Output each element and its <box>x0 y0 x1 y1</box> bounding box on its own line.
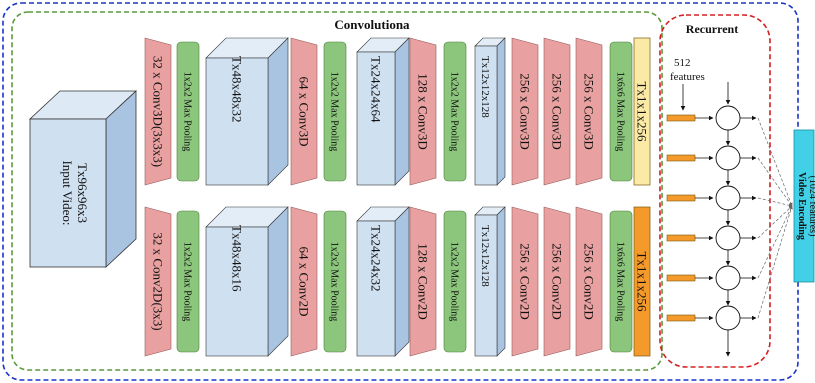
top-layer-label: 1x2x2 Max Pooling <box>182 72 193 151</box>
bottom-feature-map <box>474 206 506 357</box>
top-pool-layer <box>609 41 633 182</box>
top-layer-label: Tx1x1x256 <box>634 82 649 142</box>
top-layer-label: 1x2x2 Max Pooling <box>329 72 340 151</box>
top-conv-layer <box>575 37 603 186</box>
bottom-pool-layer <box>323 210 347 353</box>
bottom-conv-layer <box>144 206 172 357</box>
top-layer-label: 128 x Conv3D <box>415 73 430 150</box>
bottom-conv-layer <box>511 206 539 357</box>
bottom-feature-vector <box>633 206 651 357</box>
bottom-feature-map <box>356 206 410 357</box>
input-video-label: Input Video: <box>60 160 75 225</box>
convolutional-title: Convolutiona <box>334 17 410 32</box>
top-layer-label: 32 x Conv3D(3x3x3) <box>150 56 165 167</box>
bottom-layer-label: 256 x Conv2D <box>517 243 532 320</box>
bottom-conv-layer <box>290 206 318 357</box>
top-pool-layer <box>323 41 347 182</box>
top-layer-label: Tx12x12x128 <box>479 56 491 118</box>
recurrent-layer: 512 features <box>666 57 793 357</box>
bottom-layer-label: Tx12x12x128 <box>479 225 491 287</box>
top-layer-label: Tx24x24x64 <box>368 56 383 123</box>
bottom-pool-layer <box>176 210 200 353</box>
top-layer-label: 1x6x6 Max Pooling <box>615 72 626 151</box>
bottom-feature-map <box>205 206 289 357</box>
bottom-layer-label: 256 x Conv2D <box>549 243 564 320</box>
input-video-size: Tx96x96x3 <box>75 163 90 223</box>
bottom-layer-label: 128 x Conv2D <box>415 243 430 320</box>
bottom-layer-label: 1x6x6 Max Pooling <box>615 242 626 321</box>
top-layer-label: Tx48x48x32 <box>229 56 244 122</box>
top-feature-map <box>356 37 410 186</box>
input-video-cube: Input Video: Tx96x96x3 <box>28 90 138 268</box>
video-encoding-label: Video Encoding <box>796 172 807 240</box>
top-layer-label: 256 x Conv3D <box>581 73 596 150</box>
video-encoding-box: Video Encoding (1024 features) <box>793 129 815 283</box>
top-conv-layer <box>290 37 318 186</box>
convolutional-section-border <box>11 11 663 371</box>
top-conv-layer <box>409 37 437 186</box>
video-encoding-features: (1024 features) <box>807 176 815 237</box>
bottom-conv-layer <box>409 206 437 357</box>
rnn-cell <box>666 205 793 266</box>
recurrent-title: Recurrent <box>686 22 738 36</box>
features-count: 512 <box>674 57 691 69</box>
top-feature-map <box>205 37 289 186</box>
top-layer-label: 256 x Conv3D <box>549 73 564 150</box>
top-layer-label: 64 x Conv3D <box>296 76 311 146</box>
bottom-layer-label: 1x2x2 Max Pooling <box>449 242 460 321</box>
top-pool-layer <box>176 41 200 182</box>
bottom-conv-layer <box>575 206 603 357</box>
bottom-layer-label: 1x2x2 Max Pooling <box>329 242 340 321</box>
bottom-branch: 32 x Conv2D(3x3) 1x2x2 Max Pooling Tx48x48… <box>144 206 651 357</box>
top-conv-layer <box>511 37 539 186</box>
rnn-cell <box>666 145 793 207</box>
features-label: features <box>670 71 705 83</box>
top-layer-label: 1x2x2 Max Pooling <box>449 72 460 151</box>
rnn-cell <box>666 185 793 226</box>
top-feature-vector <box>633 37 651 186</box>
bottom-pool-layer <box>443 210 467 353</box>
rnn-cell <box>666 105 793 207</box>
outer-border <box>2 2 799 381</box>
rnn-cell <box>666 205 793 331</box>
top-conv-layer <box>144 37 172 186</box>
top-layer-label: 256 x Conv3D <box>517 73 532 150</box>
top-pool-layer <box>443 41 467 182</box>
top-feature-map <box>474 37 506 186</box>
bottom-layer-label: Tx1x1x256 <box>634 252 649 312</box>
bottom-layer-label: 32 x Conv2D(3x3) <box>150 232 165 330</box>
top-branch: 32 x Conv3D(3x3x3) 1x2x2 Max Pooling Tx48x… <box>144 37 651 186</box>
bottom-pool-layer <box>609 210 633 353</box>
bottom-conv-layer <box>543 206 571 357</box>
rnn-cell <box>666 205 793 306</box>
top-conv-layer <box>543 37 571 186</box>
bottom-layer-label: Tx24x24x32 <box>368 225 383 291</box>
bottom-layer-label: 256 x Conv2D <box>581 243 596 320</box>
bottom-layer-label: 64 x Conv2D <box>296 246 311 316</box>
bottom-layer-label: Tx48x48x16 <box>229 225 244 292</box>
recurrent-section-border <box>659 14 771 368</box>
bottom-layer-label: 1x2x2 Max Pooling <box>182 242 193 321</box>
